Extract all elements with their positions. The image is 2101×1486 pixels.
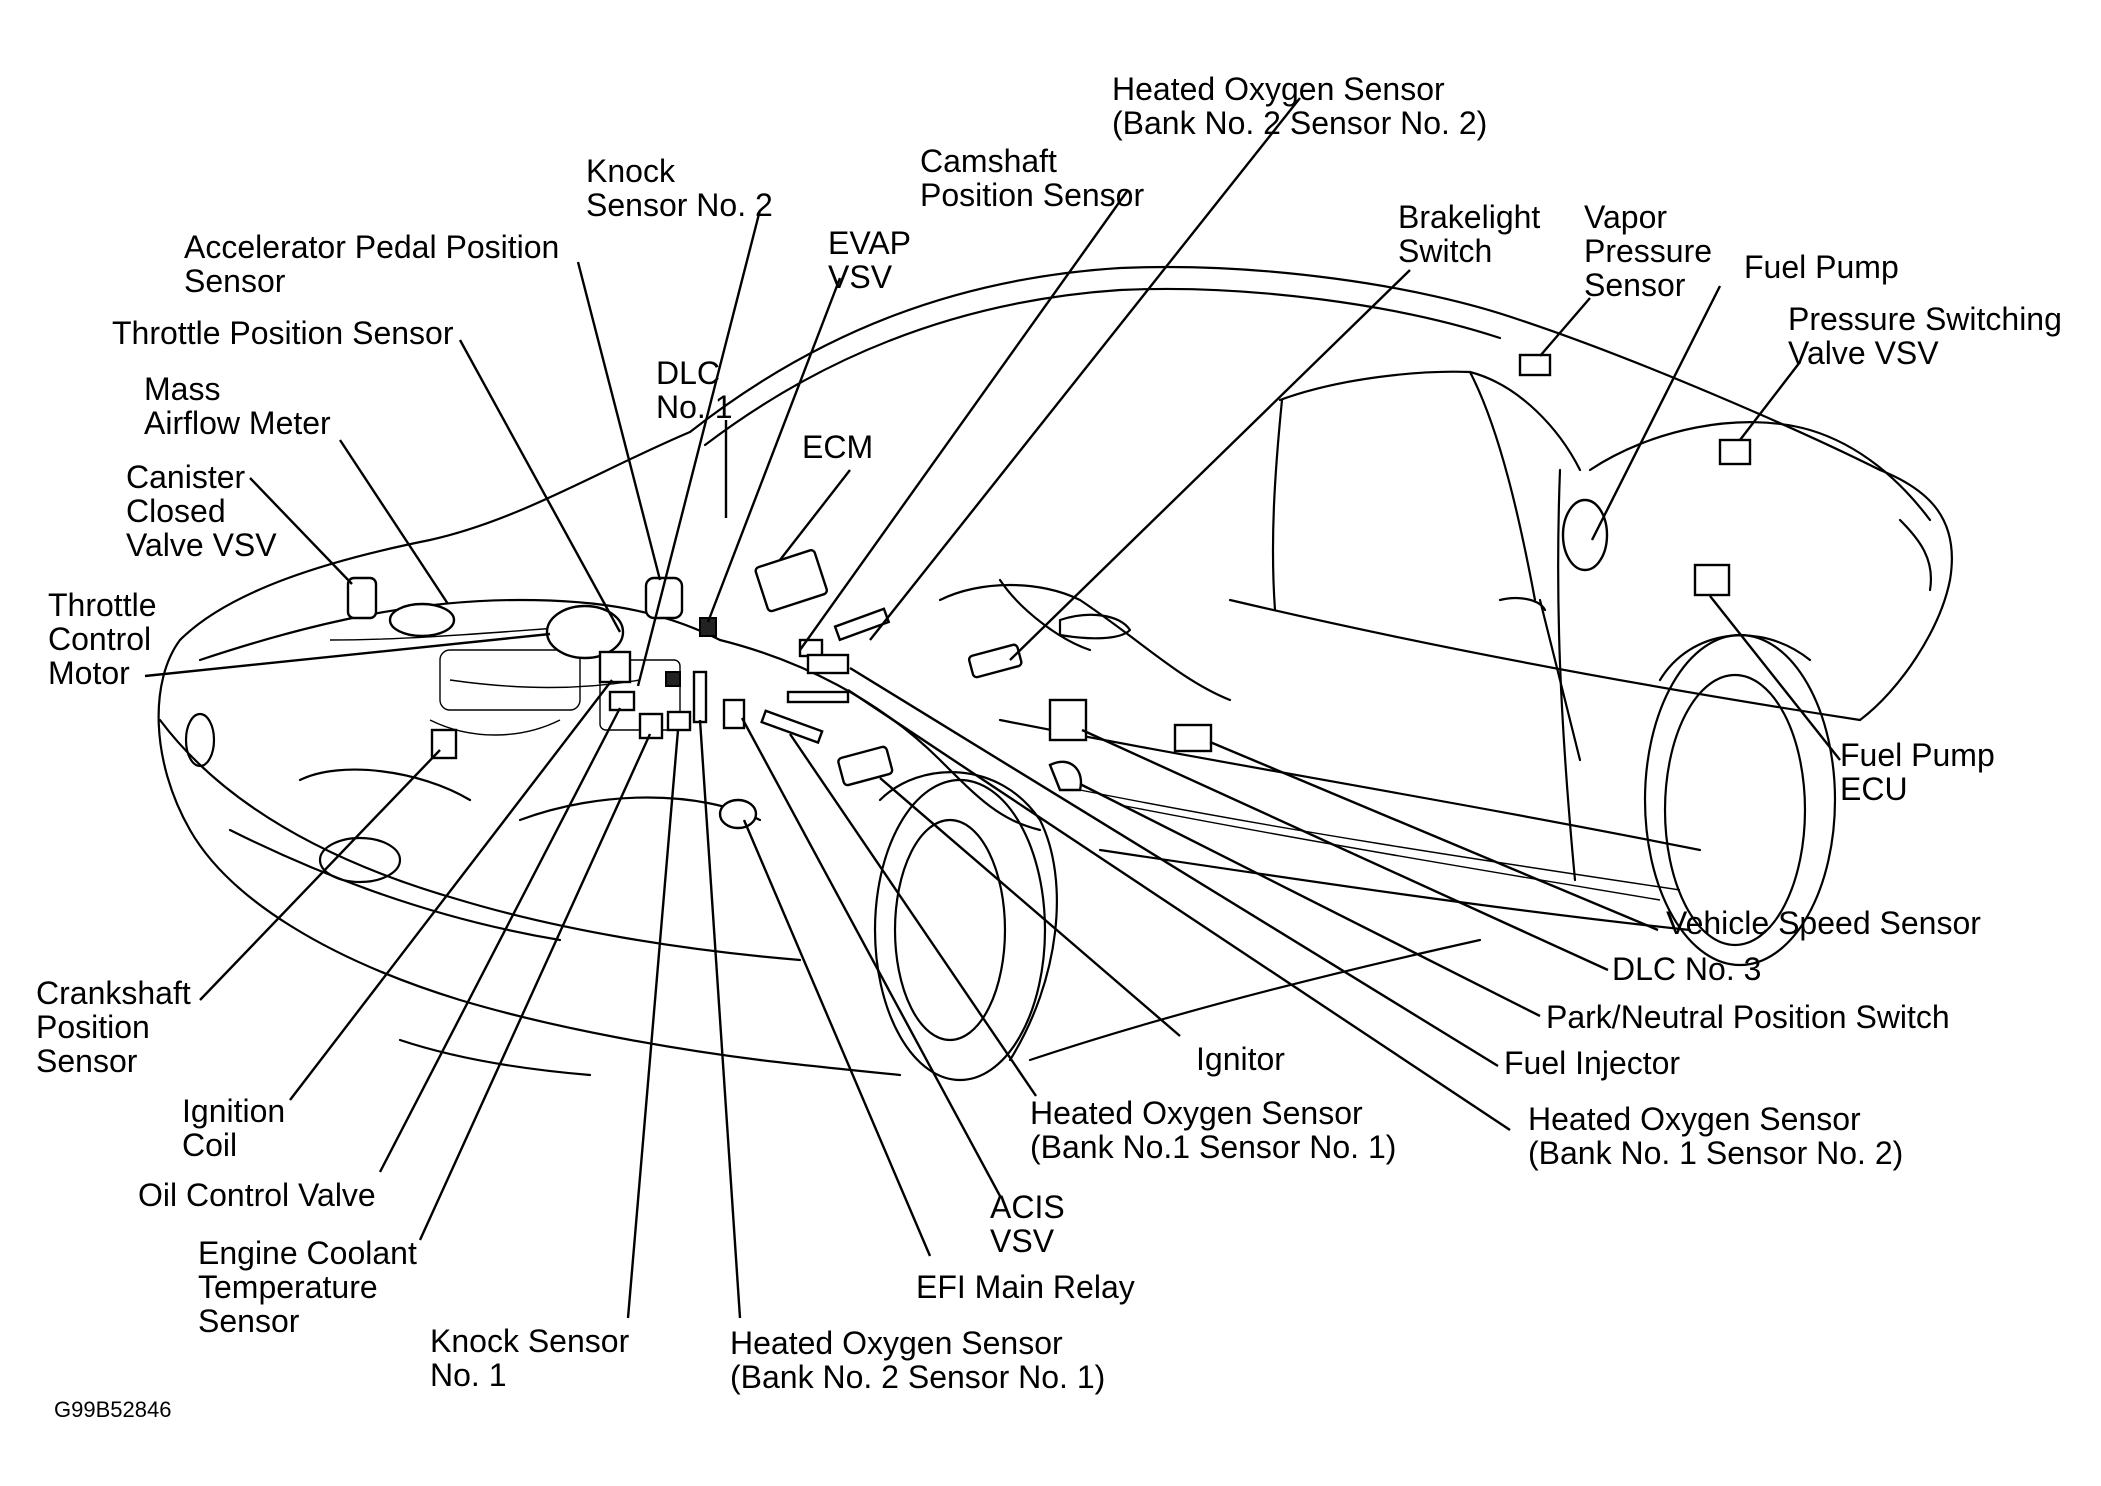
park-neutral-switch-part xyxy=(1048,760,1083,792)
label-mass-airflow-meter: Mass Airflow Meter xyxy=(144,371,331,441)
label-acis-vsv: ACIS VSV xyxy=(990,1189,1065,1259)
leader-heated-o2-b2s2 xyxy=(869,97,1301,641)
fuel-pump-ecu-part xyxy=(1693,563,1731,597)
label-engine-coolant-temp-sensor: Engine Coolant Temperature Sensor xyxy=(198,1235,417,1339)
knock-sensor-1-part xyxy=(666,710,692,732)
label-fuel-injector: Fuel Injector xyxy=(1504,1045,1681,1081)
label-vapor-pressure-sensor: Vapor Pressure Sensor xyxy=(1584,199,1713,303)
leader-throttle-motor xyxy=(144,632,551,678)
label-throttle-position-sensor: Throttle Position Sensor xyxy=(112,315,454,351)
leader-mass-airflow xyxy=(338,439,450,605)
oil-control-valve-part xyxy=(608,690,636,712)
evap-vsv-part xyxy=(699,617,717,637)
label-canister-closed-valve-vsv: Canister Closed Valve VSV xyxy=(126,459,277,563)
ignitor-part xyxy=(837,745,894,787)
dlc1-part xyxy=(665,671,681,687)
pressure-switching-vsv-part xyxy=(1718,438,1752,466)
leader-knock-1 xyxy=(626,729,680,1319)
label-heated-o2-b1s1: Heated Oxygen Sensor (Bank No.1 Sensor N… xyxy=(1030,1095,1397,1165)
leader-fuel-injector xyxy=(849,666,1499,1068)
canister-vsv-part xyxy=(346,576,378,620)
leader-lines xyxy=(144,97,1841,1319)
label-ignition-coil: Ignition Coil xyxy=(182,1093,286,1163)
car-body xyxy=(157,265,1953,1082)
leader-acis-vsv xyxy=(740,717,1002,1197)
engine-coolant-temp-part xyxy=(638,712,664,740)
label-pressure-switching-valve-vsv: Pressure Switching Valve VSV xyxy=(1788,301,2062,371)
leader-evap-vsv xyxy=(706,277,842,623)
dlc3-part xyxy=(1048,698,1088,742)
leader-canister-vsv xyxy=(249,477,353,585)
brakelight-switch-part xyxy=(967,643,1023,679)
label-crankshaft-position-sensor: Crankshaft Position Sensor xyxy=(36,975,191,1079)
leader-fuel-pump-ecu xyxy=(1709,595,1841,761)
ecm-part xyxy=(754,549,829,613)
leader-camshaft xyxy=(799,189,1129,651)
label-dlc1: DLC No. 1 xyxy=(656,355,733,425)
label-knock-sensor-1: Knock Sensor No. 1 xyxy=(430,1323,630,1393)
leader-ignitor xyxy=(879,777,1181,1037)
label-evap-vsv: EVAP VSV xyxy=(828,225,911,295)
mass-airflow-meter-part xyxy=(388,602,456,638)
leader-fuel-pump xyxy=(1590,285,1722,541)
leader-park-neutral xyxy=(1079,782,1541,1018)
vapor-pressure-part xyxy=(1518,353,1552,377)
heated-o2-b1s2-part xyxy=(786,690,850,704)
label-dlc3: DLC No. 3 xyxy=(1612,951,1762,987)
leader-accel-pedal xyxy=(576,261,662,581)
figure-code: G99B52846 xyxy=(54,1397,172,1422)
label-efi-main-relay: EFI Main Relay xyxy=(916,1269,1135,1305)
label-fuel-pump: Fuel Pump xyxy=(1744,249,1899,285)
label-vehicle-speed-sensor: Vehicle Speed Sensor xyxy=(1666,905,1981,941)
vehicle-speed-sensor-part xyxy=(1173,723,1213,753)
heated-o2-b2s2-part xyxy=(833,607,891,642)
label-fuel-pump-ecu: Fuel Pump ECU xyxy=(1840,737,1995,807)
label-brakelight-switch: Brakelight Switch xyxy=(1398,199,1541,269)
fuel-injector-part xyxy=(806,653,850,675)
efi-main-relay-part xyxy=(718,798,758,830)
label-park-neutral-switch: Park/Neutral Position Switch xyxy=(1546,999,1950,1035)
label-knock-sensor-2: Knock Sensor No. 2 xyxy=(586,153,773,223)
leader-dlc3 xyxy=(1081,728,1609,972)
knock-sensor-2-part xyxy=(644,576,684,620)
label-ecm: ECM xyxy=(802,429,874,465)
label-ignitor: Ignitor xyxy=(1196,1041,1285,1077)
heated-o2-b1s1-part xyxy=(760,709,824,745)
leader-knock-2-upper xyxy=(636,209,762,687)
throttle-body-part xyxy=(545,604,625,660)
label-heated-o2-b2s1: Heated Oxygen Sensor (Bank No. 2 Sensor … xyxy=(730,1325,1106,1395)
leader-efi-relay xyxy=(742,819,932,1257)
leader-ecm xyxy=(779,469,851,561)
leader-heated-o2-b1s2 xyxy=(847,689,1511,1131)
label-throttle-control-motor: Throttle Control Motor xyxy=(48,587,157,691)
components xyxy=(346,353,1752,830)
ignition-coil-part xyxy=(598,650,632,684)
leader-crankshaft xyxy=(199,749,441,1001)
leader-vehicle-speed xyxy=(1209,740,1659,932)
label-heated-o2-b1s2: Heated Oxygen Sensor (Bank No. 1 Sensor … xyxy=(1528,1101,1904,1171)
label-accelerator-pedal-sensor: Accelerator Pedal Position Sensor xyxy=(184,229,560,299)
label-heated-o2-b2s2: Heated Oxygen Sensor (Bank No. 2 Sensor … xyxy=(1112,71,1488,141)
leader-brakelight xyxy=(1009,269,1411,661)
leader-heated-o2-b2s1 xyxy=(698,719,742,1319)
leader-ignition-coil xyxy=(289,679,613,1101)
leader-pressure-switching xyxy=(1739,361,1801,441)
leader-throttle-position xyxy=(458,339,622,633)
leader-engine-coolant xyxy=(418,733,652,1241)
label-oil-control-valve: Oil Control Valve xyxy=(138,1177,376,1213)
leader-heated-o2-b1s1 xyxy=(789,733,1037,1097)
fuel-pump-part xyxy=(1561,498,1609,572)
camshaft-sensor-part xyxy=(798,638,824,658)
label-camshaft-position-sensor: Camshaft Position Sensor xyxy=(920,143,1145,213)
acis-vsv-part xyxy=(722,698,746,730)
heated-o2-b2s1-part xyxy=(692,670,708,724)
leader-vapor-pressure xyxy=(1539,297,1591,357)
leader-oil-control xyxy=(378,707,622,1173)
